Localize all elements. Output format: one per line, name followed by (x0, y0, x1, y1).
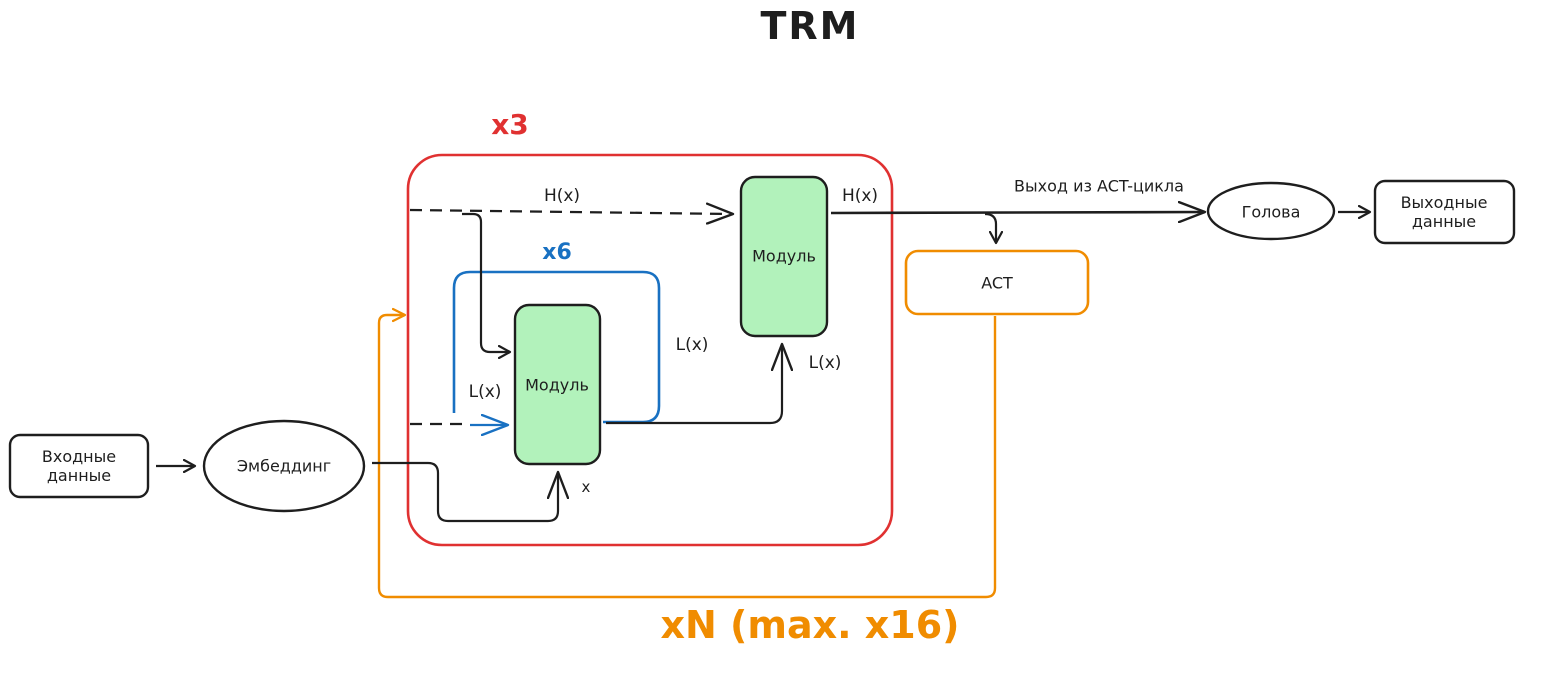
edge-label-l-in: L(x) (468, 381, 502, 402)
edge-label-x: x (581, 478, 591, 496)
arrow-to-act (984, 212, 996, 243)
edge-label-l-up: L(x) (808, 352, 842, 373)
input-label: Входные данные (41, 446, 117, 485)
input-box (8, 433, 150, 499)
outer-repeat-label: x3 (491, 108, 529, 142)
outer-repeat-frame (406, 153, 894, 547)
module-low-box (513, 303, 602, 466)
module-high-box (739, 175, 829, 338)
arrow-embedding-module (372, 461, 558, 523)
output-label: Выходные данные (1400, 192, 1488, 231)
edge-label-h-out: H(x) (841, 185, 879, 206)
module-high-label: Модуль (752, 246, 816, 266)
diagram-title: TRM (760, 4, 860, 49)
act-loop-path (377, 315, 997, 599)
module-low-label: Модуль (525, 375, 589, 395)
act-box (904, 249, 1090, 316)
arrow-module-high-head (830, 212, 1205, 213)
act-label: ACT (981, 273, 1013, 293)
embedding-label: Эмбеддинг (236, 456, 332, 476)
edge-label-h-in: H(x) (543, 185, 581, 206)
inner-repeat-label: x6 (542, 239, 572, 265)
arrow-h-branch (462, 212, 510, 352)
act-loop-label: xN (max. x16) (660, 603, 960, 648)
edge-label-act-exit: Выход из ACT-цикла (1014, 176, 1184, 196)
inner-repeat-frame (452, 270, 661, 424)
head-ellipse (1206, 181, 1336, 241)
arrow-h-input (409, 210, 733, 214)
embedding-ellipse (202, 419, 366, 513)
output-box (1373, 179, 1516, 245)
edge-label-l-loop: L(x) (675, 334, 709, 355)
arrow-module-low-high (606, 344, 782, 425)
head-label: Голова (1241, 202, 1301, 222)
